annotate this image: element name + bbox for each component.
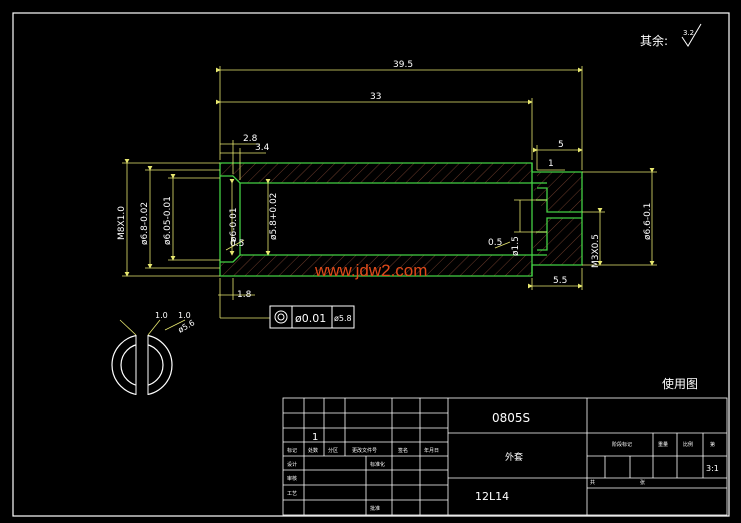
drawing-border — [12, 12, 730, 517]
tb-label-zhang: 张 — [640, 479, 645, 486]
dim-dia-6-6: ø6.6-0.1 — [643, 203, 653, 240]
dim-right-1: 1 — [548, 159, 554, 169]
roughness-label: 其余: — [640, 33, 668, 48]
tb-label-biaozhunhua: 标准化 — [370, 461, 385, 468]
view-label: 使用图 — [662, 376, 698, 391]
dim-bottom-right: 5.5 — [553, 276, 567, 286]
roughness-value: 3.2 — [683, 29, 694, 37]
tb-label-shenhe: 审核 — [287, 475, 297, 482]
dim-left-small-1: 2.8 — [243, 134, 258, 144]
roughness-symbol-icon — [681, 23, 702, 47]
dimension-lines — [122, 66, 657, 319]
section-w1: 1.0 — [155, 311, 168, 320]
dim-overall-length: 39.5 — [393, 60, 413, 70]
dim-main-length: 33 — [370, 92, 381, 102]
dim-thread-left: M8X1.0 — [117, 206, 127, 240]
tb-label-biaoji: 标记 — [287, 447, 297, 454]
dim-dia-6-05: ø6.05-0.01 — [163, 196, 173, 245]
section-dia: ø5.6 — [177, 318, 197, 335]
tb-label-jieduan: 阶段标记 — [612, 441, 632, 448]
part-name: 外套 — [505, 451, 523, 463]
tb-label-sheji: 设计 — [287, 461, 297, 468]
dim-right-step: 5 — [558, 140, 564, 150]
dim-left-bottom: 1.8 — [237, 290, 252, 300]
geometric-tolerance-frame: ø0.01 ø5.8 — [269, 305, 355, 329]
tb-label-bili: 比例 — [683, 441, 693, 448]
tb-label-chushu: 处数 — [308, 447, 318, 454]
section-w2: 1.0 — [178, 311, 191, 320]
dim-chamfer-left: 0.5 — [230, 239, 244, 249]
lower-wall-hatch — [220, 218, 582, 276]
tolerance-datum: ø5.8 — [334, 314, 352, 323]
part-section — [219, 162, 583, 277]
tb-label-gongyi: 工艺 — [287, 491, 297, 497]
tolerance-value: ø0.01 — [295, 312, 326, 325]
scale-value: 3:1 — [706, 464, 719, 473]
tb-label-pizhun: 批准 — [370, 505, 380, 512]
dim-dia-5-8: ø5.8+0.02 — [269, 193, 279, 240]
part-number: 0805S — [492, 411, 530, 425]
dim-dia-6-8: ø6.8-0.02 — [140, 202, 150, 245]
concentricity-icon — [274, 310, 288, 324]
watermark: www.jdw2.com — [314, 261, 427, 280]
tb-label-zhongliang: 重量 — [658, 441, 668, 448]
dim-dia-6-left: ø6-0.01 — [229, 207, 239, 242]
dim-chamfer-right: 0.5 — [488, 238, 502, 248]
upper-wall-hatch — [220, 163, 582, 212]
tb-label-gengai: 更改文件号 — [352, 447, 377, 454]
title-block — [282, 397, 728, 516]
tb-label-fenqu: 分区 — [328, 447, 338, 454]
tb-label-nianyueri: 年月日 — [424, 447, 439, 454]
tb-label-di: 第 — [710, 441, 715, 448]
quantity: 1 — [312, 432, 318, 443]
material: 12L14 — [475, 490, 509, 503]
dim-thread-right: M3X0.5 — [591, 234, 601, 268]
dim-left-small-2: 3.4 — [255, 143, 270, 153]
cross-section-view: 1.0 1.0 ø5.6 — [111, 311, 197, 400]
tb-label-qianming: 签名 — [398, 447, 408, 454]
tb-label-gong: 共 — [590, 479, 595, 486]
dim-dia-1-5: ø1.5 — [511, 236, 521, 256]
